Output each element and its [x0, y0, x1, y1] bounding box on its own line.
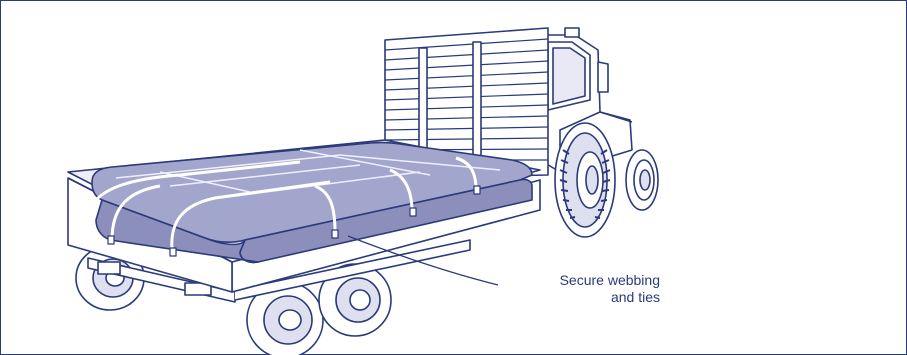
steer-wheel: [626, 150, 658, 210]
callout-line-2: and ties: [500, 289, 660, 306]
front-wheel: [555, 123, 615, 237]
callout-line-1: Secure webbing: [500, 272, 660, 289]
callout-label: Secure webbing and ties: [500, 272, 660, 306]
